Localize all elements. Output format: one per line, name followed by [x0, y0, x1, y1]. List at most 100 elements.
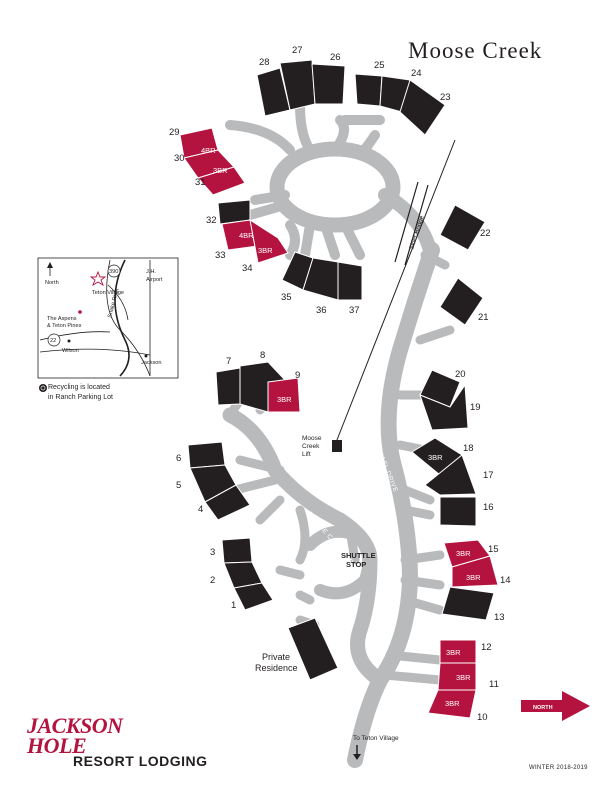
unit-num-9: 9	[295, 370, 300, 381]
map-title: Moose Creek	[408, 38, 543, 63]
unit-num-25: 25	[374, 60, 385, 71]
ski-lift	[332, 139, 456, 452]
svg-text:North: North	[45, 280, 59, 286]
unit-num-27: 27	[292, 45, 303, 56]
unit-num-29: 29	[169, 127, 180, 138]
building-19	[419, 383, 469, 431]
unit-num-2: 2	[210, 575, 215, 586]
svg-text:NORTH: NORTH	[533, 705, 553, 711]
unit-num-6: 6	[176, 453, 181, 464]
svg-text:390: 390	[109, 269, 118, 275]
unit-num-4: 4	[198, 504, 203, 515]
unit-num-1: 1	[231, 600, 236, 611]
svg-text:Wilson: Wilson	[62, 348, 79, 354]
svg-text:Airport: Airport	[146, 277, 163, 283]
svg-text:Teton Village: Teton Village	[92, 290, 124, 296]
unit-num-15: 15	[488, 544, 499, 555]
br-label-10: 3BR	[445, 699, 460, 708]
north-arrow-icon: NORTH	[521, 691, 590, 721]
svg-text:& Teton Pines: & Teton Pines	[47, 323, 82, 329]
building-17	[424, 454, 477, 496]
building-16	[439, 496, 477, 527]
br-label-11: 3BR	[456, 673, 471, 682]
shuttle-stop-label: SHUTTLE STOP	[341, 551, 376, 569]
unit-num-13: 13	[494, 612, 505, 623]
unit-num-12: 12	[481, 642, 492, 653]
br-label-15: 3BR	[456, 549, 471, 558]
brand-logo-line2: HOLE	[27, 733, 87, 758]
br-label-14: 3BR	[466, 573, 481, 582]
unit-num-36: 36	[316, 305, 327, 316]
highlighted-buildings	[179, 127, 499, 719]
building-4	[204, 484, 251, 521]
br-label-34: 3BR	[258, 246, 273, 255]
svg-text:Lift: Lift	[302, 451, 311, 458]
lift-label: Moose Creek Lift	[302, 435, 322, 458]
svg-text:Moose: Moose	[302, 435, 322, 442]
season-label: WINTER 2018-2019	[529, 765, 588, 771]
building-6	[187, 441, 226, 469]
building-7	[215, 367, 241, 406]
unit-num-26: 26	[330, 52, 341, 63]
shuttle-loop	[304, 525, 375, 600]
recycle-icon	[39, 384, 47, 392]
down-arrow-icon	[353, 745, 361, 760]
unit-num-14: 14	[500, 575, 511, 586]
unit-num-20: 20	[455, 369, 466, 380]
loop-spur-west	[245, 190, 365, 260]
to-village-label: To Teton Village	[353, 735, 399, 742]
buildings	[187, 59, 495, 681]
svg-text:22: 22	[50, 338, 56, 344]
unit-num-34: 34	[242, 263, 253, 274]
unit-num-22: 22	[480, 228, 491, 239]
private-residence-label: Private Residence	[255, 652, 298, 673]
svg-text:The Aspens: The Aspens	[47, 316, 77, 322]
br-label-33: 4BR	[239, 231, 254, 240]
br-label-30: 4BR	[201, 146, 216, 155]
michael-spurs	[380, 250, 455, 685]
unit-num-28: 28	[259, 57, 270, 68]
br-label-31: 3BR	[213, 166, 228, 175]
building-26	[311, 63, 346, 105]
unit-num-10: 10	[477, 712, 488, 723]
building-25	[354, 73, 383, 107]
svg-text:Jackson: Jackson	[141, 360, 162, 366]
br-label-12: 3BR	[446, 648, 461, 657]
building-37	[337, 261, 363, 301]
unit-num-23: 23	[440, 92, 451, 103]
unit-num-11: 11	[489, 679, 499, 690]
loop-road	[269, 141, 401, 233]
unit-num-16: 16	[483, 502, 494, 513]
unit-num-21: 21	[478, 312, 489, 323]
building-34	[249, 218, 289, 264]
unit-num-8: 8	[260, 350, 265, 361]
lower-spurs	[275, 565, 320, 630]
building-13	[441, 586, 495, 621]
unit-num-37: 37	[349, 305, 360, 316]
unit-num-33: 33	[215, 250, 226, 261]
unit-num-18: 18	[463, 443, 474, 454]
brand-logo-line1: JACKSON	[27, 713, 123, 738]
unit-num-17: 17	[483, 470, 494, 481]
building-14	[451, 555, 499, 588]
private-residence-building	[287, 617, 339, 681]
building-21	[439, 277, 484, 326]
building-31	[197, 166, 246, 196]
inset-map: North Teton Village 390 J.H. Airport The…	[37, 257, 179, 379]
unit-num-3: 3	[210, 547, 215, 558]
unit-num-24: 24	[411, 68, 422, 79]
building-23	[399, 79, 446, 136]
teton-village-star-icon	[89, 270, 107, 287]
building-1	[233, 582, 274, 611]
svg-text:J.H.: J.H.	[146, 269, 156, 275]
br-label-9: 3BR	[277, 395, 292, 404]
unit-num-19: 19	[470, 402, 481, 413]
svg-text:STOP: STOP	[346, 560, 366, 569]
br-label-18: 3BR	[428, 453, 443, 462]
unit-num-30: 30	[174, 153, 185, 164]
svg-text:Residence: Residence	[255, 663, 298, 673]
lift-station	[332, 440, 342, 452]
brand-logo-line3: RESORT LODGING	[73, 753, 208, 769]
unit-numbers: 1 2 3 4 5 6 7 8 9 10 11 12 13 14 15 16 1…	[169, 45, 511, 723]
